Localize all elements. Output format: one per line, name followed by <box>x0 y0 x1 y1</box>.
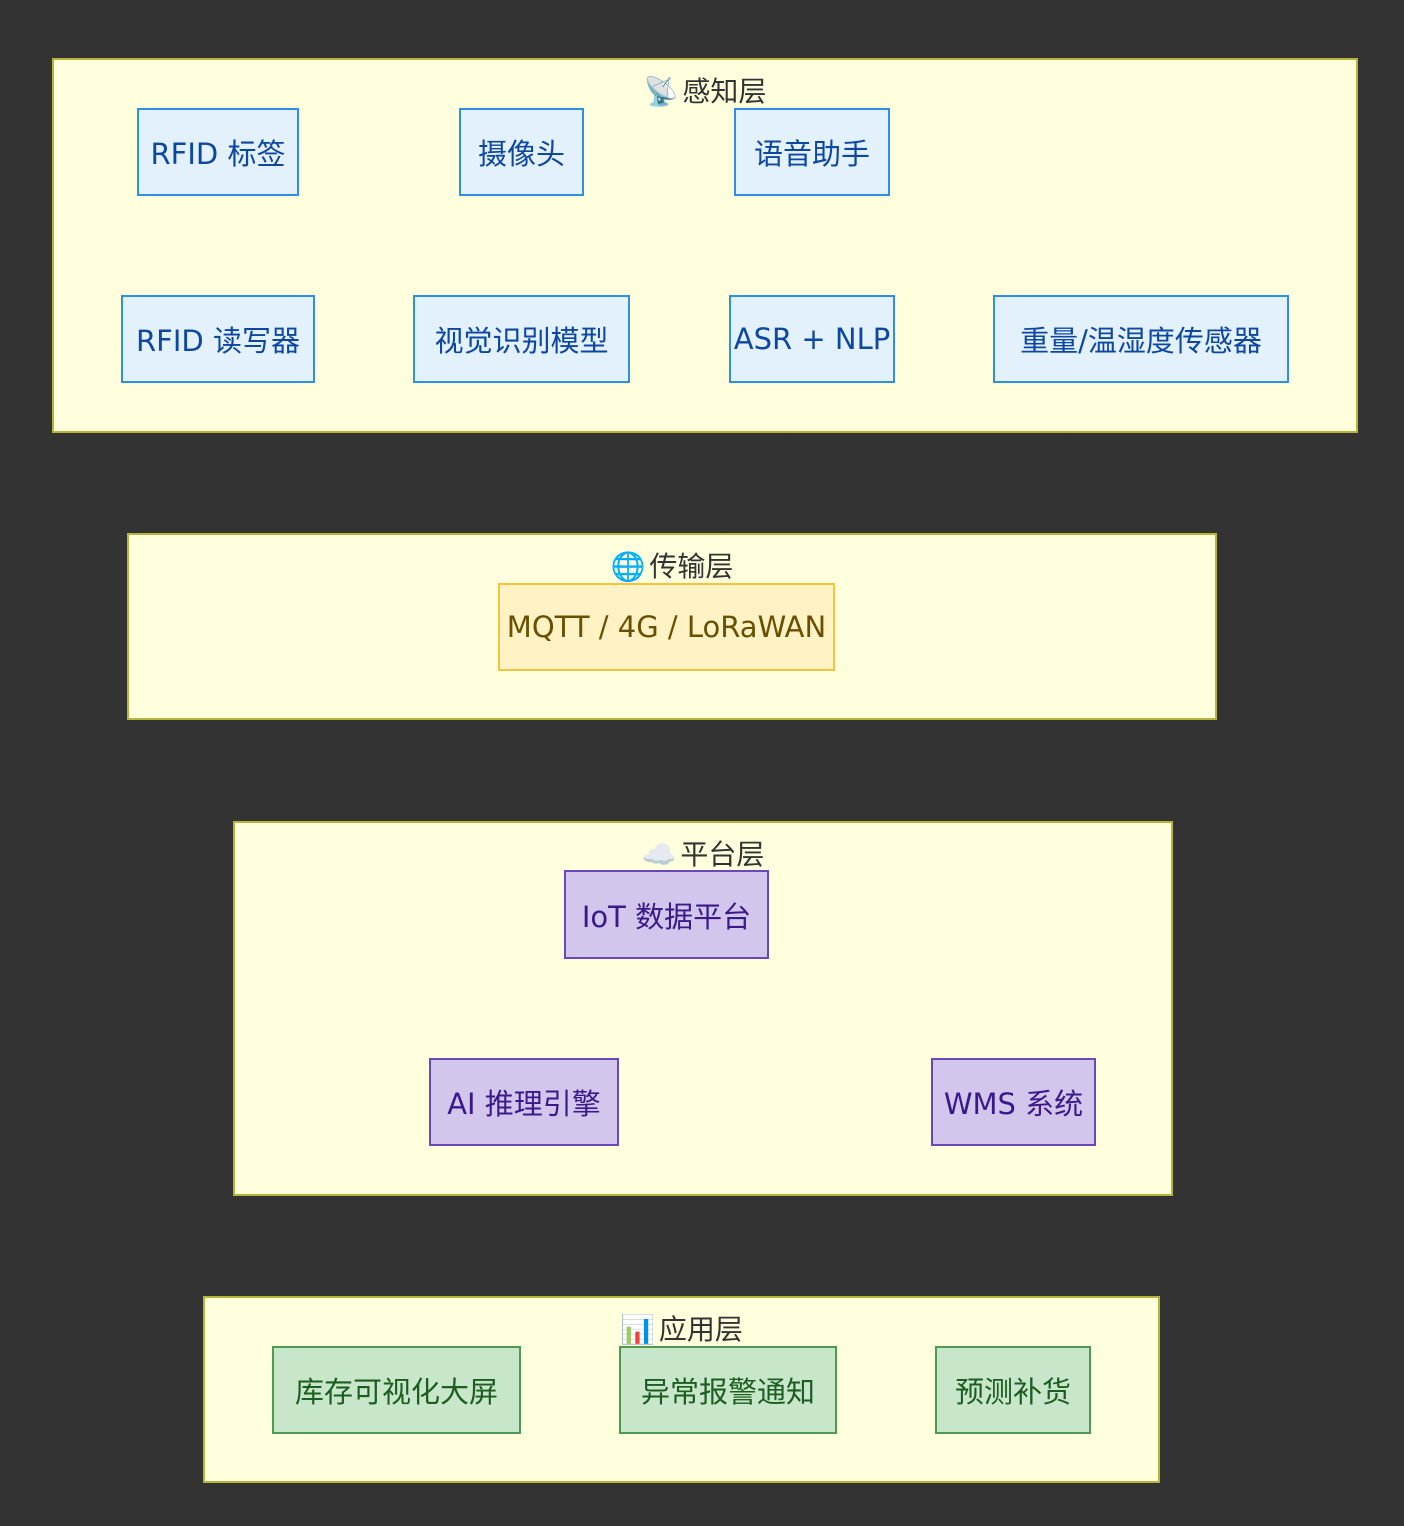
node-rfid-tag[interactable]: RFID 标签 <box>137 108 299 196</box>
node-ai-engine[interactable]: AI 推理引擎 <box>429 1058 619 1146</box>
cloud-icon: ☁️ <box>641 838 677 871</box>
node-weight-sensor[interactable]: 重量/温湿度传感器 <box>993 295 1289 383</box>
transport-layer-label: 传输层 <box>649 550 734 583</box>
application-layer-label: 应用层 <box>658 1313 743 1346</box>
node-replenishment[interactable]: 预测补货 <box>935 1346 1091 1434</box>
bar-chart-icon: 📊 <box>620 1313 655 1346</box>
perception-layer-label: 感知层 <box>682 75 767 108</box>
node-vision-model[interactable]: 视觉识别模型 <box>413 295 630 383</box>
node-voice-assistant[interactable]: 语音助手 <box>734 108 890 196</box>
node-wms[interactable]: WMS 系统 <box>931 1058 1096 1146</box>
globe-icon: 🌐 <box>610 550 646 583</box>
application-layer-title: 📊应用层 <box>205 1308 1158 1348</box>
node-iot-platform[interactable]: IoT 数据平台 <box>564 870 769 959</box>
platform-layer-title: ☁️平台层 <box>235 833 1171 873</box>
node-inventory-dashboard[interactable]: 库存可视化大屏 <box>272 1346 521 1434</box>
node-alert-notify[interactable]: 异常报警通知 <box>619 1346 837 1434</box>
transport-layer-title: 🌐传输层 <box>129 545 1215 585</box>
perception-layer-title: 📡感知层 <box>54 70 1356 110</box>
node-camera[interactable]: 摄像头 <box>459 108 584 196</box>
platform-layer-label: 平台层 <box>680 838 765 871</box>
satellite-antenna-icon: 📡 <box>643 75 679 108</box>
node-rfid-reader[interactable]: RFID 读写器 <box>121 295 315 383</box>
node-transport-protocols[interactable]: MQTT / 4G / LoRaWAN <box>498 583 835 671</box>
node-asr-nlp[interactable]: ASR + NLP <box>729 295 895 383</box>
